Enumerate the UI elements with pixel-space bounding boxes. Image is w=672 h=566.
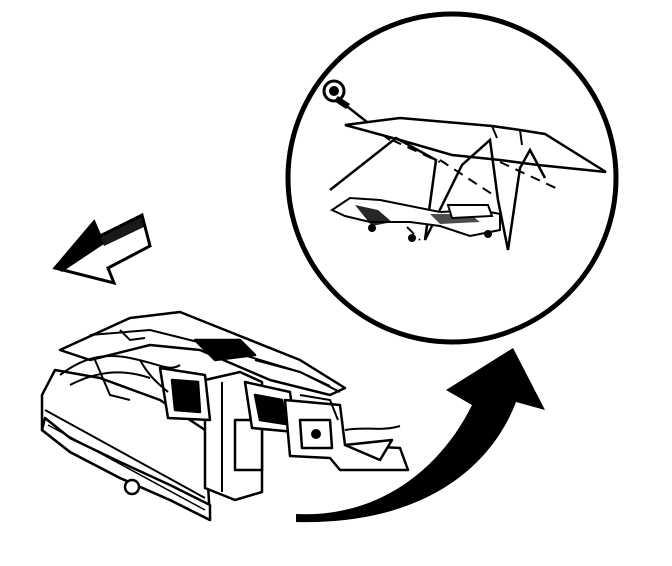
front-direction-arrow-icon	[52, 212, 152, 286]
radiator-bracket	[329, 136, 547, 251]
curved-detail-arrow-icon	[296, 348, 545, 523]
detail-view	[285, 11, 619, 345]
radiator-support-top-plate	[344, 116, 607, 174]
hose-and-wiring-details	[59, 329, 401, 431]
front-end-assembly	[40, 310, 410, 522]
detail-circle	[285, 11, 619, 345]
